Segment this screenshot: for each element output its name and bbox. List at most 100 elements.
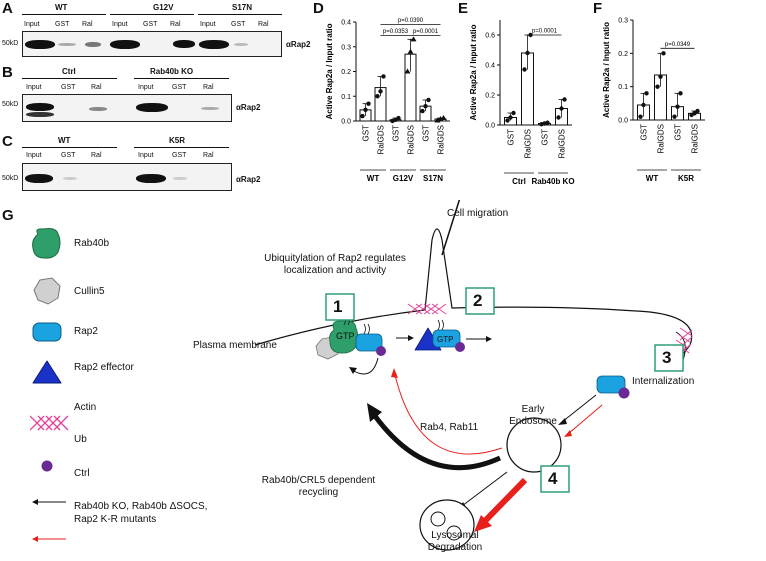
rab4-rab11-label: Rab4, Rab11 <box>420 422 479 433</box>
x-tick-label: RalGDS <box>407 125 416 154</box>
data-point <box>525 50 530 56</box>
group-label: Rab40b KO <box>531 177 574 186</box>
x-tick-label: RalGDS <box>691 124 700 153</box>
complex-step1: GTP <box>315 314 386 375</box>
cullin5-icon <box>33 277 61 305</box>
y-axis-label: Active Rap2a / Input ratio <box>602 22 611 118</box>
panel-g-letter: G <box>2 207 14 224</box>
x-tick-label: RalGDS <box>524 129 533 158</box>
lane-label: Ral <box>203 84 214 91</box>
data-point <box>420 108 425 114</box>
lane-label: Ral <box>82 21 93 28</box>
actin-icon <box>30 415 69 431</box>
x-tick-label: RalGDS <box>437 125 446 154</box>
step4-number: 4 <box>548 469 558 488</box>
legend-ub: Ub <box>74 434 87 445</box>
rab40b-icon <box>32 228 61 259</box>
early-endosome-label: Early Endosome <box>509 404 557 427</box>
panel-a-letter: A <box>2 0 13 17</box>
group-line <box>22 147 117 148</box>
lane-label: Ral <box>91 152 102 159</box>
group-label: WT <box>646 174 659 183</box>
data-point <box>672 114 677 119</box>
recycling-label: Rab40b/CRL5 dependent recycling <box>261 475 376 498</box>
data-point <box>508 115 513 120</box>
y-tick-label: 0.4 <box>485 63 495 70</box>
y-tick-label: 0.2 <box>341 69 351 76</box>
data-point <box>505 118 510 123</box>
legend-rap2-effector: Rap2 effector <box>74 362 134 373</box>
lane-label: GST <box>143 21 158 28</box>
trafficking-schematic: GTP GTP <box>254 200 693 551</box>
x-tick-label: GST <box>422 125 431 142</box>
rap2-icon <box>32 322 62 342</box>
data-point <box>641 102 646 108</box>
data-point <box>511 110 516 116</box>
step2-number: 2 <box>473 291 483 310</box>
legend-mutants: Rab40b KO, Rab40b ΔSOCS, Rap2 K-R mutant… <box>74 501 208 525</box>
panel-b-letter: B <box>2 64 13 81</box>
lane-label: GST <box>61 84 76 91</box>
lane-label: Ral <box>170 21 181 28</box>
legend-icons <box>30 228 69 542</box>
data-point <box>522 67 527 72</box>
y-tick-label: 0.3 <box>618 18 628 25</box>
legend-actin: Actin <box>74 402 97 413</box>
lane-label: GST <box>172 152 187 159</box>
marker-label: 50kD <box>2 101 19 108</box>
group-label: Rab40b KO <box>150 67 194 76</box>
lane-label: GST <box>55 21 70 28</box>
y-tick-label: 0.0 <box>618 118 628 125</box>
step1-number: 1 <box>333 297 343 316</box>
x-tick-label: RalGDS <box>657 124 666 153</box>
data-point <box>396 115 401 121</box>
group-line <box>22 78 117 79</box>
p-value-label: p=0.0001 <box>532 29 558 35</box>
group-label: Ctrl <box>512 177 526 186</box>
data-point <box>363 107 368 113</box>
x-tick-label: GST <box>507 129 516 146</box>
marker-label: 50kD <box>2 40 19 47</box>
group-label: G12V <box>393 174 414 183</box>
red-arrow-icon <box>32 536 66 542</box>
gtp-label-2: GTP <box>437 335 453 344</box>
group-line <box>110 14 194 15</box>
group-label: K5R <box>678 174 694 183</box>
complex-step2: GTP <box>414 319 465 352</box>
y-tick-label: 0.4 <box>341 20 351 27</box>
data-point <box>559 106 564 111</box>
migration-arrow <box>441 200 461 256</box>
x-tick-label: GST <box>640 124 649 141</box>
lysosomal-degradation-label: Lysosomal Degradation <box>427 530 483 553</box>
p-value-label: p=0.0349 <box>665 42 691 48</box>
marker-label: 50kD <box>2 175 19 182</box>
group-label: G12V <box>153 3 174 12</box>
bar-chart-e: Active Rap2a / Input ratio0.00.20.40.6GS… <box>469 20 575 186</box>
data-point <box>404 68 411 74</box>
y-tick-label: 0.1 <box>341 94 351 101</box>
p-value-label: p=0.0353 <box>383 29 409 35</box>
panel-c-letter: C <box>2 133 13 150</box>
rap2-internalized <box>596 375 626 394</box>
lane-label: Input <box>112 21 128 28</box>
y-tick-label: 0.2 <box>618 51 628 58</box>
legend-cullin5: Cullin5 <box>74 286 105 297</box>
y-tick-label: 0.3 <box>341 44 351 51</box>
data-point <box>638 114 643 119</box>
group-label: WT <box>367 174 380 183</box>
ubiquitylation-label: Ubiquitylation of Rap2 regulates localiz… <box>264 253 406 276</box>
lane-label: Input <box>138 152 154 159</box>
lane-label: Input <box>24 21 40 28</box>
step3-number: 3 <box>662 348 672 367</box>
group-label: WT <box>58 136 71 145</box>
data-point <box>426 97 431 103</box>
plasma-membrane <box>254 228 651 346</box>
data-point <box>434 117 441 123</box>
lane-label: Input <box>26 152 42 159</box>
antibody-label: αRap2 <box>286 40 311 49</box>
y-axis-label: Active Rap2a / Input ratio <box>469 24 478 120</box>
panel-f-letter: F <box>593 0 603 17</box>
group-label: S17N <box>423 174 443 183</box>
lane-label: GST <box>231 21 246 28</box>
p-value-label: p=0.0001 <box>413 29 439 35</box>
